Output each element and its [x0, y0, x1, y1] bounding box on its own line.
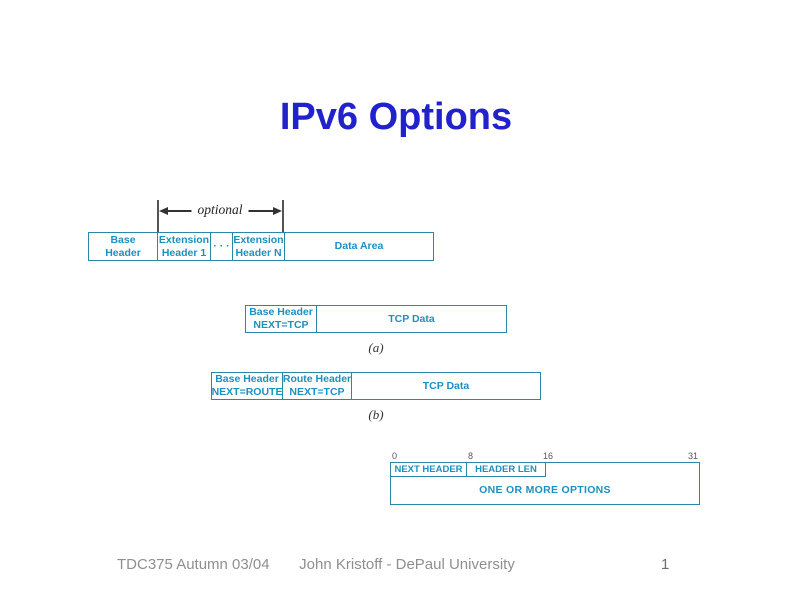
box-label-line: Extension	[233, 233, 284, 246]
ellipsis-box: · · ·	[211, 232, 233, 261]
box-label-line: TCP Data	[388, 312, 435, 325]
figure-b-box-row: Base Header NEXT=ROUTE Route Header NEXT…	[211, 372, 541, 400]
data-area-box: Data Area	[285, 232, 434, 261]
route-header-next-tcp-box: Route Header NEXT=TCP	[283, 372, 352, 400]
figure-option-header-format: 0 8 16 31 NEXT HEADER HEADER LEN ONE OR …	[390, 449, 700, 505]
box-label-line: Extension	[158, 233, 210, 246]
bit-ruler: 0 8 16 31	[390, 449, 700, 462]
next-header-cell: NEXT HEADER	[391, 463, 467, 477]
box-label-line: NEXT=TCP	[289, 386, 345, 398]
bit-label-8: 8	[468, 451, 474, 461]
figure-b-caption: (b)	[368, 407, 384, 422]
figure-extension-headers: optional Base Header Extension Header 1 …	[88, 200, 434, 261]
header-len-cell: HEADER LEN	[467, 463, 546, 477]
datagram-box-row: Base Header Extension Header 1 · · · Ext…	[88, 232, 434, 261]
tcp-data-box: TCP Data	[317, 305, 507, 333]
extension-header-n-box: Extension Header N	[233, 232, 285, 261]
footer-author: John Kristoff - DePaul University	[299, 556, 515, 573]
extension-header-1-box: Extension Header 1	[158, 232, 211, 261]
footer-course: TDC375 Autumn 03/04	[117, 556, 270, 573]
arrowhead-left-icon	[159, 206, 168, 215]
box-label-line: · · ·	[213, 240, 230, 253]
box-label-line: Route Header	[282, 373, 352, 386]
base-header-next-tcp-box: Base Header NEXT=TCP	[245, 305, 317, 333]
box-label-line: Base Header	[249, 306, 313, 319]
figure-a: Base Header NEXT=TCP TCP Data (a)	[245, 305, 507, 356]
box-label-line: NEXT=TCP	[253, 319, 309, 331]
footer-page-number: 1	[661, 556, 670, 573]
box-label-line: Header 1	[161, 246, 207, 259]
base-header-next-route-box: Base Header NEXT=ROUTE	[211, 372, 283, 400]
figure-a-box-row: Base Header NEXT=TCP TCP Data	[245, 305, 507, 333]
bit-label-31: 31	[687, 451, 698, 461]
optional-region-marker: optional	[88, 200, 434, 232]
bit-label-16: 16	[543, 451, 554, 461]
base-header-box: Base Header	[88, 232, 158, 261]
box-label-line: Base	[110, 233, 136, 246]
slide-title: IPv6 Options	[279, 96, 513, 138]
options-cell: ONE OR MORE OPTIONS	[479, 483, 611, 496]
figure-b: Base Header NEXT=ROUTE Route Header NEXT…	[211, 372, 541, 423]
box-label-line: Header N	[235, 246, 282, 259]
option-header-box: NEXT HEADER HEADER LEN ONE OR MORE OPTIO…	[390, 462, 700, 505]
optional-label: optional	[191, 202, 249, 218]
optional-right-bound-line	[282, 200, 284, 232]
box-label-line: Base Header	[215, 373, 279, 386]
arrowhead-right-icon	[273, 206, 282, 215]
tcp-data-box: TCP Data	[352, 372, 541, 400]
box-label-line: NEXT=ROUTE	[211, 386, 283, 398]
box-label-line: Header	[105, 246, 141, 259]
box-label-line: TCP Data	[422, 379, 470, 392]
figure-a-caption: (a)	[368, 340, 384, 355]
box-label-line: Data Area	[334, 240, 384, 253]
bit-label-0: 0	[392, 451, 398, 461]
optional-left-bound-line	[157, 200, 159, 232]
